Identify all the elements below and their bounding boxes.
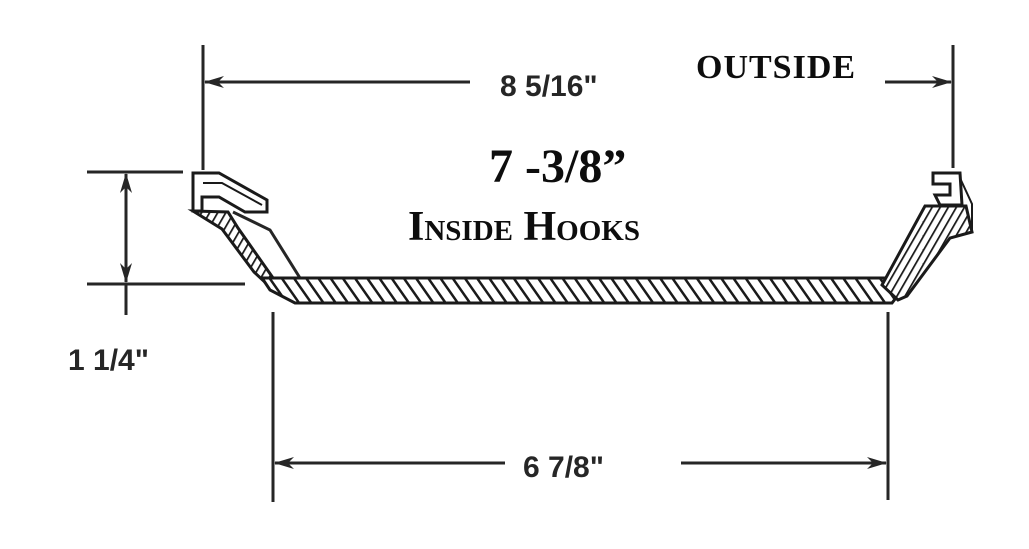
bottom-width-label: 6 7/8" — [523, 451, 604, 484]
overall-width-label: 8 5/16" — [500, 70, 598, 103]
right-hook-edge — [959, 177, 973, 232]
tray-profile — [187, 171, 974, 305]
left-hook-inner — [203, 182, 263, 206]
left-inner-wall — [232, 210, 302, 279]
right-sidewall — [880, 204, 974, 302]
left-sidewall — [187, 209, 281, 287]
inside-hooks-value: 7 -3/8” — [489, 140, 626, 193]
left-hook — [191, 171, 269, 214]
overall-width-dimension: 8 5/16" — [201, 45, 955, 170]
height-dimension: 1 1/4" — [68, 170, 245, 377]
inside-hooks-caption: Inside Hooks — [408, 204, 640, 250]
bottom-width-dimension: 6 7/8" — [271, 312, 890, 502]
height-label: 1 1/4" — [68, 344, 149, 377]
right-hook — [931, 171, 964, 207]
tray-base — [259, 276, 908, 305]
outside-label: OUTSIDE — [696, 49, 856, 86]
